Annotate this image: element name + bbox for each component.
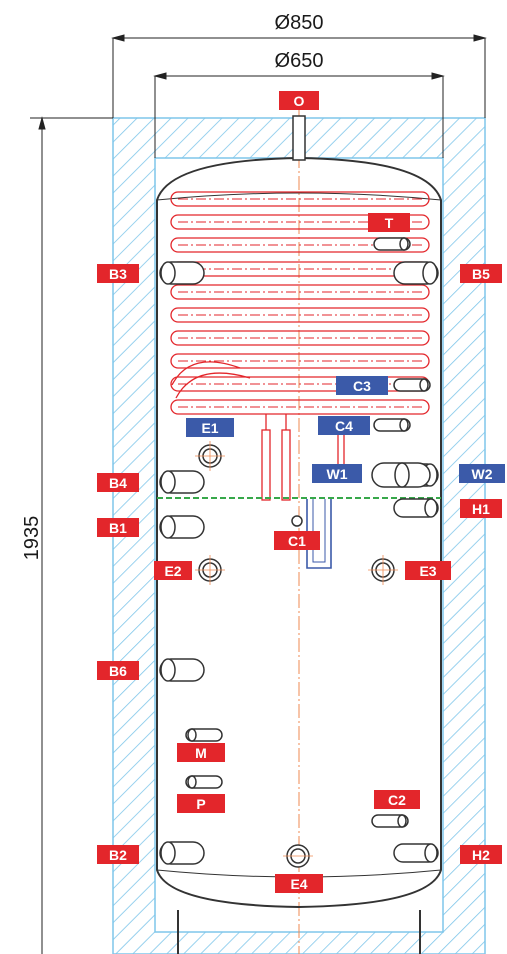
- pipe-b5: [393, 261, 439, 285]
- label-b6: B6: [97, 661, 139, 680]
- pipe-b1: [159, 515, 205, 539]
- label-e3: E3: [405, 561, 451, 580]
- top-outlet-nozzle: [292, 115, 306, 161]
- svg-text:E4: E4: [290, 876, 307, 892]
- pipe-b6: [159, 658, 205, 682]
- svg-text:C4: C4: [335, 418, 353, 434]
- internal-pipe-inner: [312, 499, 326, 563]
- svg-text:H2: H2: [472, 847, 490, 863]
- svg-text:C2: C2: [388, 792, 406, 808]
- pipe-p: [185, 775, 223, 789]
- label-b4: B4: [97, 473, 139, 492]
- label-c2: C2: [374, 790, 420, 809]
- svg-text:W1: W1: [327, 466, 348, 482]
- pipe-h1: [393, 498, 439, 518]
- svg-text:E3: E3: [419, 563, 436, 579]
- outer-diameter-label: Ø850: [275, 12, 324, 34]
- label-e4: E4: [275, 874, 323, 893]
- label-c3: C3: [336, 376, 388, 395]
- label-b5: B5: [460, 264, 502, 283]
- svg-text:P: P: [196, 796, 205, 812]
- svg-text:B5: B5: [472, 266, 490, 282]
- svg-text:B3: B3: [109, 266, 127, 282]
- pipe-c4: [373, 418, 411, 432]
- svg-text:C1: C1: [288, 533, 306, 549]
- svg-text:T: T: [385, 215, 394, 231]
- label-h2: H2: [460, 845, 502, 864]
- label-b2: B2: [97, 845, 139, 864]
- inner-diameter-label: Ø650: [275, 50, 324, 72]
- svg-text:O: O: [294, 93, 305, 109]
- label-o: O: [279, 91, 319, 110]
- label-b3: B3: [97, 264, 139, 283]
- pipe-b3: [159, 261, 205, 285]
- svg-text:E1: E1: [201, 420, 218, 436]
- label-e2: E2: [154, 561, 192, 580]
- svg-text:B6: B6: [109, 663, 127, 679]
- svg-text:C3: C3: [353, 378, 371, 394]
- svg-text:W2: W2: [472, 466, 493, 482]
- pipe-m: [185, 728, 223, 742]
- label-m: M: [177, 743, 225, 762]
- dimension-lines: [30, 34, 487, 954]
- label-c1: C1: [274, 531, 320, 550]
- height-label: 1935: [21, 516, 43, 561]
- pipe-b4: [159, 470, 205, 494]
- connection-pipes: [159, 237, 439, 868]
- pipe-w1: [371, 462, 431, 488]
- label-e1: E1: [186, 418, 234, 437]
- pipe-h2: [393, 843, 439, 863]
- pipe-c2: [371, 814, 409, 828]
- pipe-t: [373, 237, 411, 251]
- port-c1: [291, 515, 303, 527]
- label-w2: W2: [459, 464, 505, 483]
- label-w1: W1: [312, 464, 362, 483]
- svg-text:E2: E2: [164, 563, 181, 579]
- label-h1: H1: [460, 499, 502, 518]
- labels: O T B3 B5 B4 H1 B1 C1 E2 E3 B6 M P C2 B2…: [97, 91, 505, 893]
- svg-text:B1: B1: [109, 520, 127, 536]
- label-b1: B1: [97, 518, 139, 537]
- svg-text:M: M: [195, 745, 207, 761]
- label-p: P: [177, 794, 225, 813]
- pipe-b2: [159, 841, 205, 865]
- svg-text:H1: H1: [472, 501, 490, 517]
- label-c4: C4: [318, 416, 370, 435]
- svg-text:B4: B4: [109, 475, 127, 491]
- label-t: T: [368, 213, 410, 232]
- port-center-marks: [195, 441, 398, 857]
- svg-text:B2: B2: [109, 847, 127, 863]
- pipe-c3: [393, 378, 431, 392]
